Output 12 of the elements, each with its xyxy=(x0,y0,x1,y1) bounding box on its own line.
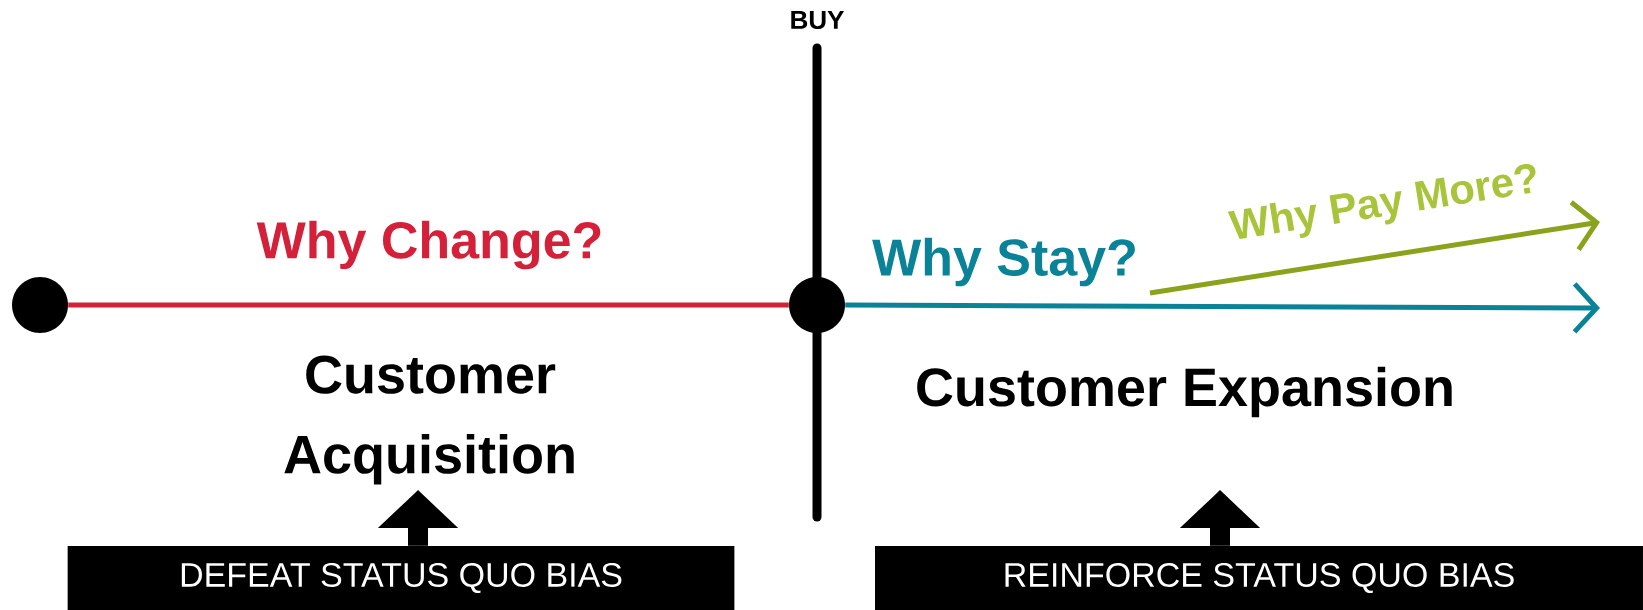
edge-label: Why Change? xyxy=(254,218,606,272)
quadrant-label: Customer Acquisition xyxy=(284,355,574,485)
arrow xyxy=(845,282,1600,334)
junction-dot xyxy=(12,277,68,333)
edge-label: Why Stay? xyxy=(870,235,1140,289)
quadrant-label: Customer Expansion xyxy=(917,366,1452,418)
junction-dot xyxy=(789,277,845,333)
connector-line xyxy=(68,302,789,308)
label-box: REINFORCE STATUS QUO BIAS xyxy=(875,546,1643,610)
arrow-label: Why Pay More? xyxy=(1227,164,1536,239)
axis-label: BUY xyxy=(791,10,845,30)
label-box: DEFEAT STATUS QUO BIAS xyxy=(67,546,735,610)
